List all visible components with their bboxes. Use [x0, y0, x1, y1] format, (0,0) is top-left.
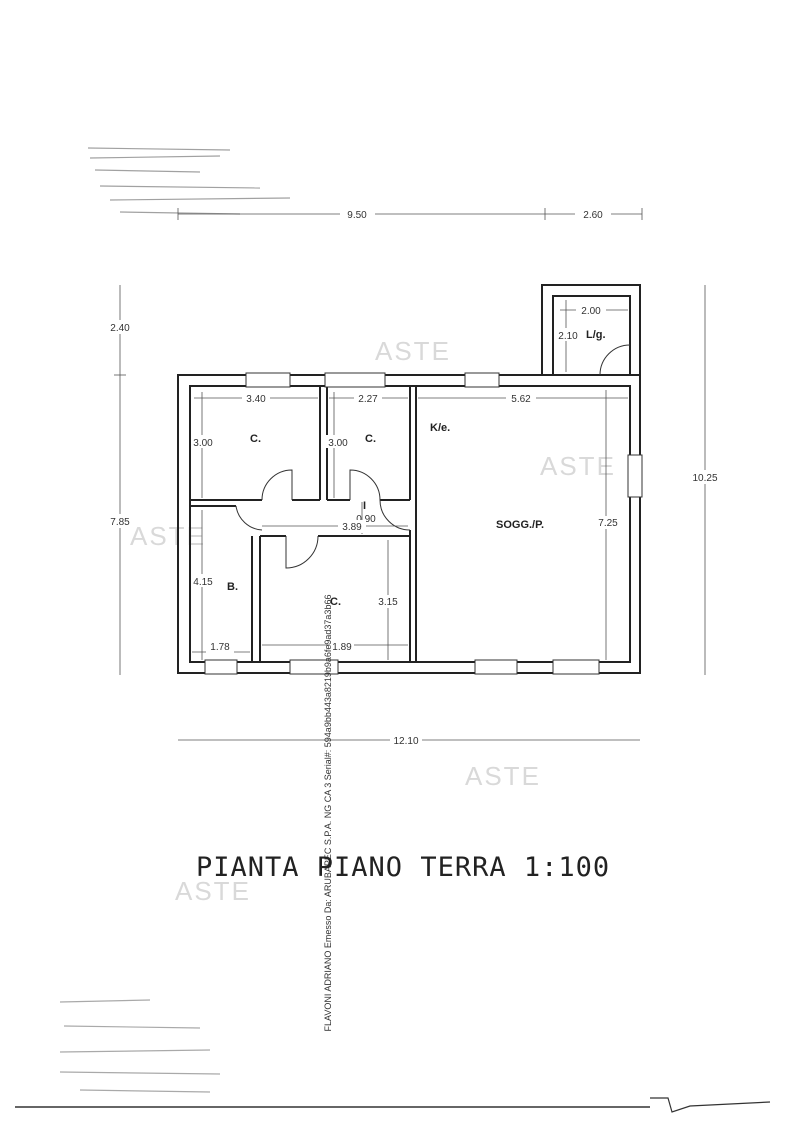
digital-signature-stamp: FLAVONI ADRIANO Emesso Da: ARUBAPEC S.P.…: [318, 578, 338, 1048]
walls: [177, 284, 641, 674]
plan-title: PIANTA PIANO TERRA 1:100: [196, 852, 611, 883]
dimension-bath-height: 2.10: [558, 331, 578, 342]
room-label-bedroom-3: C.: [330, 596, 341, 608]
doors: [235, 344, 631, 569]
stamp-text: FLAVONI ADRIANO Emesso Da: ARUBAPEC S.P.…: [323, 594, 333, 1032]
dimension-living-height: 7.25: [598, 518, 618, 529]
room-label-bedroom-2: C.: [365, 433, 376, 445]
dimension-bed1-height: 3.00: [193, 438, 213, 449]
watermark: ASTE: [130, 521, 206, 551]
dimension-bath-width: 2.00: [581, 306, 601, 317]
dimension-right-total: 10.25: [692, 473, 717, 484]
dimension-bed3-height: 3.15: [378, 597, 398, 608]
watermark: ASTE: [175, 876, 251, 906]
dimension-bed3-width: 1.89: [332, 642, 352, 653]
room-label-living: SOGG./P.: [496, 519, 544, 531]
room-label-annex-bath: L/g.: [586, 329, 606, 341]
dimension-bed2-height: 3.00: [328, 438, 348, 449]
room-label-kitchen: K/e.: [430, 422, 450, 434]
watermark: ASTE: [375, 336, 451, 366]
dimension-bath2-width: 1.78: [210, 642, 230, 653]
dimension-bed1-width: 3.40: [246, 394, 266, 405]
dimension-hall-width: 0.90: [356, 514, 376, 525]
bottom-edge-mark: [650, 1097, 771, 1113]
scan-marks-top: [87, 147, 291, 215]
dimension-left-total: 7.85: [110, 517, 130, 528]
dimension-annex-height: 2.40: [110, 323, 130, 334]
room-label-bathroom: B.: [227, 581, 238, 593]
dimension-bath2-height: 4.15: [193, 577, 213, 588]
dimension-bed2-width: 2.27: [358, 394, 378, 405]
room-label-bedroom-1: C.: [250, 433, 261, 445]
dimension-hall-length: 3.89: [342, 522, 362, 533]
watermark: ASTE: [540, 451, 616, 481]
dimension-bottom-total: 12.10: [393, 736, 418, 747]
room-label-hall: I: [363, 500, 366, 512]
dimension-living-width: 5.62: [511, 394, 531, 405]
dimension-top-annex: 2.60: [583, 210, 603, 221]
dimension-top-main: 9.50: [347, 210, 367, 221]
scan-marks-bottom: [59, 999, 221, 1093]
windows: [204, 372, 643, 675]
watermark: ASTE: [465, 761, 541, 791]
